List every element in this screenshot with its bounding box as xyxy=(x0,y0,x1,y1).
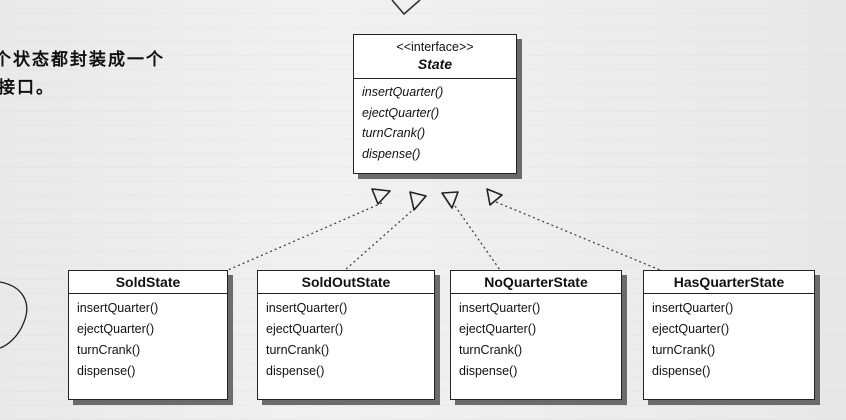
class-method: turnCrank() xyxy=(652,343,716,357)
class-method: ejectQuarter() xyxy=(266,322,344,336)
interface-method: turnCrank() xyxy=(362,126,426,140)
class-method: turnCrank() xyxy=(77,343,141,357)
class-method: turnCrank() xyxy=(459,343,523,357)
note-line-1: 个状态都封装成一个 xyxy=(0,50,165,70)
triangle-head-sold xyxy=(371,188,391,205)
class-method: dispense() xyxy=(77,364,136,378)
hand-drawn-curve xyxy=(0,281,28,349)
handwritten-note: 个状态都封装成一个 接口。 xyxy=(0,46,224,102)
class-method: dispense() xyxy=(266,364,325,378)
class-method: dispense() xyxy=(652,364,711,378)
interface-method: insertQuarter() xyxy=(362,85,444,99)
sold-out-state-box: SoldOutState insertQuarter() ejectQuarte… xyxy=(257,270,435,400)
triangle-head-soldout xyxy=(409,191,427,211)
no-quarter-state-box: NoQuarterState insertQuarter() ejectQuar… xyxy=(450,270,622,400)
interface-method: dispense() xyxy=(362,146,421,161)
realization-line-soldout xyxy=(344,207,416,271)
note-line-2: 接口。 xyxy=(0,78,55,98)
interface-name: State xyxy=(417,56,453,72)
class-name: SoldOutState xyxy=(258,271,434,294)
class-method: turnCrank() xyxy=(266,343,330,357)
triangle-head-hasquarter xyxy=(486,188,503,206)
interface-method: ejectQuarter() xyxy=(362,105,440,120)
realization-line-noquarter xyxy=(454,205,501,271)
state-interface-box: <<interface>> State insertQuarter() ejec… xyxy=(353,34,517,174)
class-method: ejectQuarter() xyxy=(77,322,155,336)
class-methods: insertQuarter() ejectQuarter() turnCrank… xyxy=(644,294,814,386)
class-method: insertQuarter() xyxy=(459,301,541,315)
realization-line-sold xyxy=(227,202,383,271)
class-method: insertQuarter() xyxy=(77,301,159,315)
has-quarter-state-box: HasQuarterState insertQuarter() ejectQua… xyxy=(643,270,815,400)
class-name: SoldState xyxy=(69,271,227,294)
class-method: dispense() xyxy=(459,364,518,378)
class-methods: insertQuarter() ejectQuarter() turnCrank… xyxy=(69,294,227,386)
sold-state-box: SoldState insertQuarter() ejectQuarter()… xyxy=(68,270,228,400)
class-method: insertQuarter() xyxy=(266,301,348,315)
class-name: NoQuarterState xyxy=(451,271,621,294)
interface-header: <<interface>> State xyxy=(354,35,516,79)
class-methods: insertQuarter() ejectQuarter() turnCrank… xyxy=(258,294,434,386)
class-methods: insertQuarter() ejectQuarter() turnCrank… xyxy=(451,294,621,386)
class-method: ejectQuarter() xyxy=(459,322,537,336)
interface-stereotype: <<interface>> xyxy=(396,40,474,54)
class-method: insertQuarter() xyxy=(652,301,734,315)
incoming-arrow xyxy=(391,0,421,16)
realization-line-hasquarter xyxy=(495,201,661,271)
interface-methods: insertQuarter() ejectQuarter() turnCrank… xyxy=(354,79,516,168)
class-method: ejectQuarter() xyxy=(652,322,730,336)
triangle-head-noquarter xyxy=(441,191,459,209)
class-name: HasQuarterState xyxy=(644,271,814,294)
